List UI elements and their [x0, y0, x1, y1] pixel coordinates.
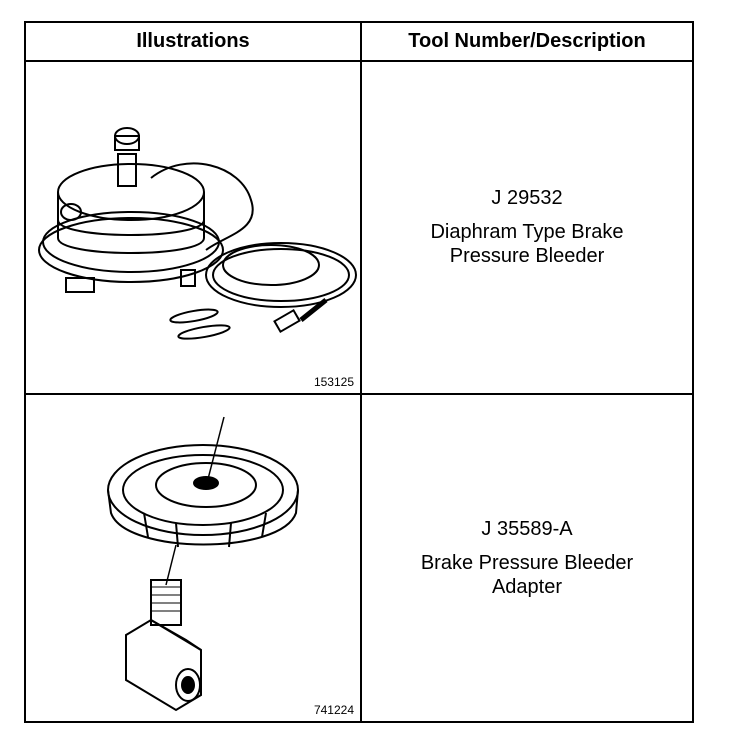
- tool-description-cell: J 29532 Diaphram Type Brake Pressure Ble…: [362, 60, 692, 393]
- table-row: 153125 J 29532 Diaphram Type Brake Press…: [26, 60, 692, 395]
- figure-number: 153125: [313, 375, 354, 389]
- tool-number: J 29532: [491, 186, 563, 209]
- illustration-cell: 741224: [26, 395, 362, 721]
- tool-description-line: Adapter: [491, 576, 563, 598]
- table-header: Illustrations Tool Number/Description: [26, 23, 692, 62]
- tool-description-line: Diaphram Type Brake: [430, 220, 624, 243]
- tool-description-cell: J 35589-A Brake Pressure Bleeder Adapter: [362, 395, 692, 721]
- figure-number: 741224: [313, 703, 354, 717]
- pressure-bleeder-illustration: [38, 127, 357, 340]
- header-illustrations: Illustrations: [26, 23, 362, 60]
- tool-description-line: Pressure Bleeder: [449, 244, 605, 267]
- tool-description-line: Brake Pressure Bleeder: [420, 552, 634, 574]
- tool-table: Illustrations Tool Number/Description: [24, 21, 694, 723]
- header-tool-number-description: Tool Number/Description: [408, 30, 646, 52]
- illustration-cell: 153125: [26, 60, 362, 393]
- tool-number: J 35589-A: [481, 518, 573, 540]
- table-row: 741224 J 35589-A Brake Pressure Bleeder …: [26, 395, 692, 721]
- bleeder-adapter-illustration: [107, 416, 299, 712]
